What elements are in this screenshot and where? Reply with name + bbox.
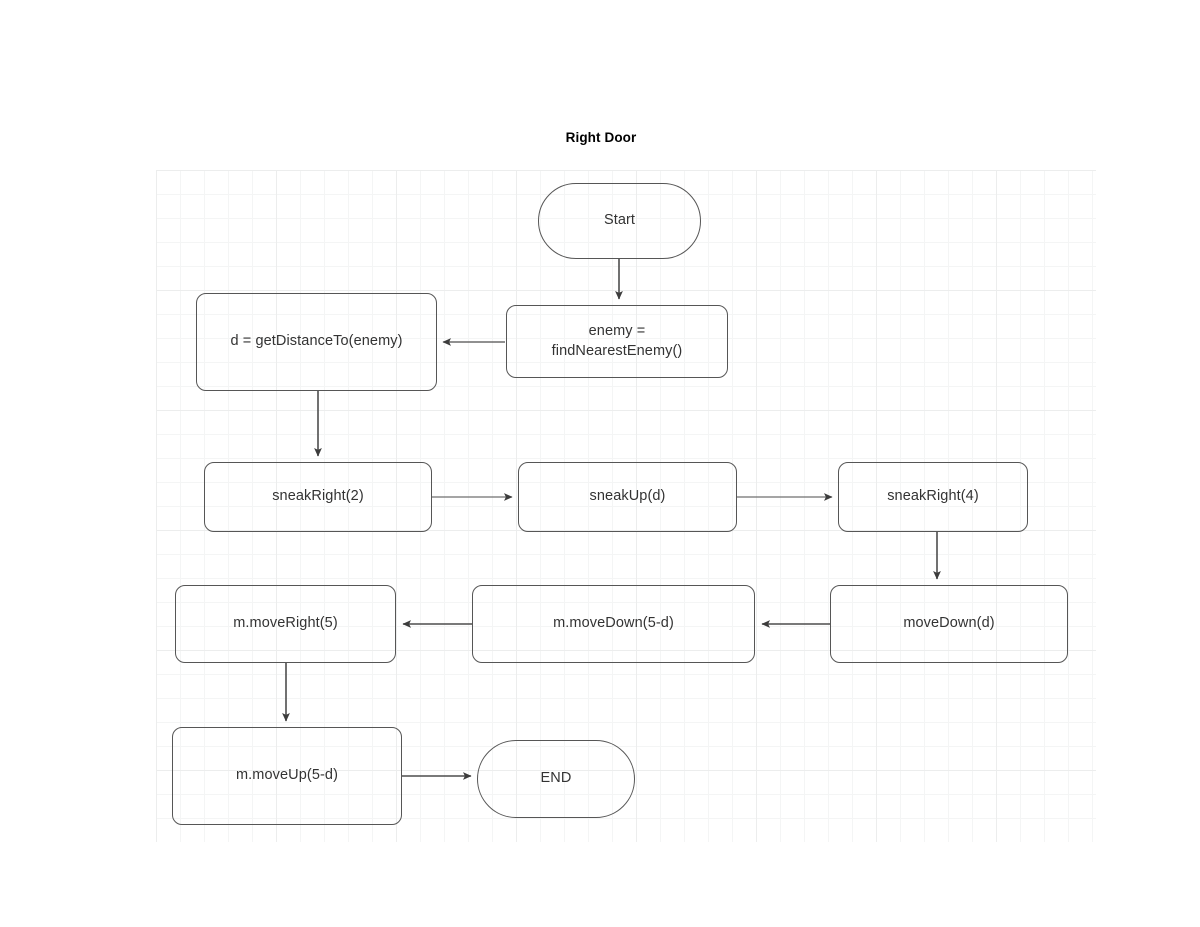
page-title: Right Door bbox=[565, 130, 637, 145]
node-start-label: Start bbox=[603, 212, 636, 229]
grid-background bbox=[156, 170, 1096, 842]
node-sneak-right-4[interactable]: sneakRight(4) bbox=[838, 462, 1028, 532]
node-end[interactable]: END bbox=[477, 740, 635, 818]
node-m-move-up-5-minus-d[interactable]: m.moveUp(5-d) bbox=[172, 727, 402, 825]
node-sneakright2-label: sneakRight(2) bbox=[272, 488, 364, 505]
node-mmovedown5d-label: m.moveDown(5-d) bbox=[553, 615, 674, 632]
node-mmoveright5-label: m.moveRight(5) bbox=[233, 615, 338, 632]
node-sneak-up-d[interactable]: sneakUp(d) bbox=[518, 462, 737, 532]
node-m-move-right-5[interactable]: m.moveRight(5) bbox=[175, 585, 396, 663]
node-end-label: END bbox=[540, 770, 572, 787]
node-sneakupd-label: sneakUp(d) bbox=[589, 488, 666, 505]
node-mmoveup5d-label: m.moveUp(5-d) bbox=[235, 767, 338, 784]
node-get-distance-to-enemy[interactable]: d = getDistanceTo(enemy) bbox=[196, 293, 437, 391]
node-enemy-label: enemy = findNearestEnemy() bbox=[551, 323, 683, 359]
node-getdistance-label: d = getDistanceTo(enemy) bbox=[230, 333, 403, 350]
node-movedownd-label: moveDown(d) bbox=[903, 615, 995, 632]
node-m-move-down-5-minus-d[interactable]: m.moveDown(5-d) bbox=[472, 585, 755, 663]
node-sneak-right-2[interactable]: sneakRight(2) bbox=[204, 462, 432, 532]
node-start[interactable]: Start bbox=[538, 183, 701, 259]
node-enemy-find-nearest-enemy[interactable]: enemy = findNearestEnemy() bbox=[506, 305, 728, 378]
node-sneakright4-label: sneakRight(4) bbox=[887, 488, 979, 505]
node-move-down-d[interactable]: moveDown(d) bbox=[830, 585, 1068, 663]
